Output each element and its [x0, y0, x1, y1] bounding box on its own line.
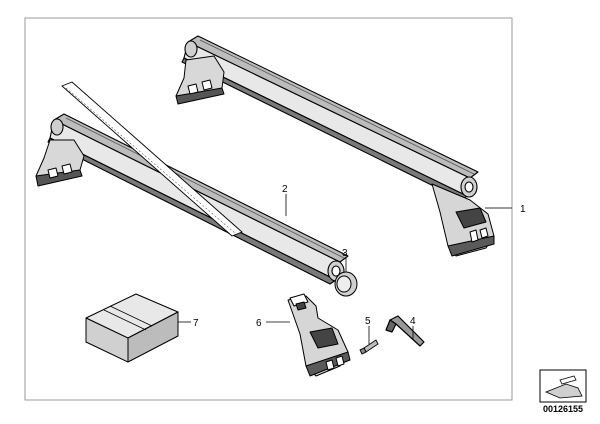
rear-bar-left-foot: [175, 55, 225, 105]
foot-assembly: [287, 293, 351, 377]
callout-7: 7: [193, 318, 199, 329]
allen-key: [385, 315, 425, 347]
callout-4: 4: [410, 316, 416, 327]
callout-2: 2: [282, 184, 288, 195]
diagram-code: 00126155: [543, 404, 583, 414]
screw: [359, 339, 379, 355]
diagram-frame: [24, 17, 513, 401]
callout-3: 3: [342, 248, 348, 259]
cardboard-box: [85, 293, 179, 363]
callout-5: 5: [365, 316, 371, 327]
rubber-strip: [61, 81, 243, 237]
page-corner-icon: [539, 369, 587, 403]
front-bar-left-foot: [35, 139, 85, 187]
rear-bar-right-foot: [431, 183, 495, 257]
callout-6: 6: [256, 318, 262, 329]
end-cap: [334, 271, 358, 297]
callout-1: 1: [520, 204, 526, 215]
rear-roof-bar: [181, 35, 479, 201]
